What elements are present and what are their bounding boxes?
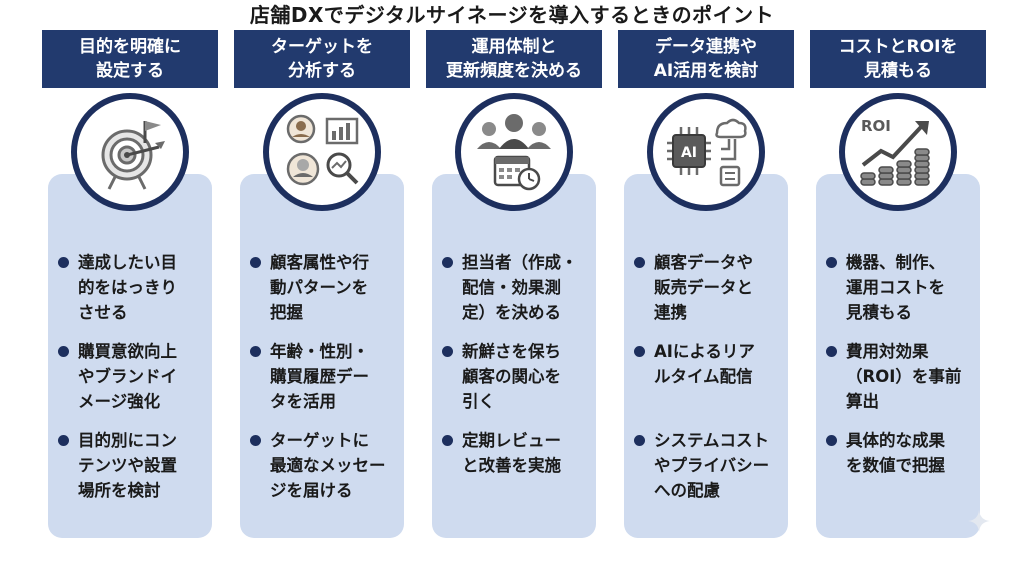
bullet-list: 担当者（作成・ 配信・効果測 定）を決める 新鮮さを保ち 顧客の関心を 引く 定…: [440, 250, 600, 478]
bullet-item: 顧客属性や行 動パターンを 把握: [248, 250, 408, 325]
bullet-item: 年齢・性別・ 購買履歴デー タを活用: [248, 339, 408, 414]
column-target: ターゲットを 分析する 顧客属性や行 動パターンを 把握 年: [234, 30, 410, 540]
bullet-list: 機器、制作、 運用コストを 見積もる 費用対効果 （ROI）を事前 算出 具体的…: [824, 250, 984, 478]
column-header: データ連携や AI活用を検討: [618, 30, 794, 88]
icon-badge: [71, 93, 189, 211]
column-header: 運用体制と 更新頻度を決める: [426, 30, 602, 88]
bullet-item: 担当者（作成・ 配信・効果測 定）を決める: [440, 250, 600, 325]
column-body: [432, 174, 596, 538]
column-header: ターゲットを 分析する: [234, 30, 410, 88]
icon-badge: ROI: [839, 93, 957, 211]
column-header: コストとROIを 見積もる: [810, 30, 986, 88]
roi-growth-icon: ROI: [860, 117, 930, 186]
target-icon: [101, 121, 165, 190]
bullet-item: ターゲットに 最適なメッセー ジを届ける: [248, 428, 408, 503]
bullet-item: 機器、制作、 運用コストを 見積もる: [824, 250, 984, 325]
column-data-ai: データ連携や AI活用を検討 AI: [618, 30, 794, 540]
icon-badge: AI: [647, 93, 765, 211]
bullet-item: AIによるリア ルタイム配信: [632, 339, 792, 389]
team-schedule-icon: [477, 114, 551, 191]
column-operation: 運用体制と 更新頻度を決める: [426, 30, 602, 540]
bullet-item: 顧客データや 販売データと 連携: [632, 250, 792, 325]
column-body: [240, 174, 404, 538]
icon-badge: [455, 93, 573, 211]
bullet-item: 目的別にコン テンツや設置 場所を検討: [56, 428, 216, 503]
column-goal: 目的を明確に 設定する 達成したい目 的をはっきり させる 購買意欲向上 やブラ…: [42, 30, 218, 540]
svg-text:AI: AI: [681, 145, 697, 161]
svg-text:ROI: ROI: [861, 117, 891, 135]
column-cost-roi: コストとROIを 見積もる ROI 機器、制作、 運用コストを 見積もる 費用対…: [810, 30, 986, 540]
bullet-list: 顧客属性や行 動パターンを 把握 年齢・性別・ 購買履歴デー タを活用 ターゲッ…: [248, 250, 408, 503]
sparkle-icon: [968, 510, 990, 532]
bullet-item: 具体的な成果 を数値で把握: [824, 428, 984, 478]
bullet-item: 定期レビュー と改善を実施: [440, 428, 600, 478]
bullet-list: 達成したい目 的をはっきり させる 購買意欲向上 やブランドイ メージ強化 目的…: [56, 250, 216, 503]
column-body: [48, 174, 212, 538]
column-header: 目的を明確に 設定する: [42, 30, 218, 88]
page-title: 店舗DXでデジタルサイネージを導入するときのポイント: [249, 3, 775, 27]
icon-badge: [263, 93, 381, 211]
bullet-list: 顧客データや 販売データと 連携 AIによるリア ルタイム配信 システムコスト …: [632, 250, 792, 503]
column-body: [816, 174, 980, 538]
ai-chip-cloud-icon: AI: [667, 118, 747, 187]
bullet-item: システムコスト やプライバシー への配慮: [632, 428, 792, 503]
bullet-item: 達成したい目 的をはっきり させる: [56, 250, 216, 325]
bullet-item: 購買意欲向上 やブランドイ メージ強化: [56, 339, 216, 414]
audience-analysis-icon: [286, 114, 359, 186]
bullet-item: 費用対効果 （ROI）を事前 算出: [824, 339, 984, 414]
bullet-item: 新鮮さを保ち 顧客の関心を 引く: [440, 339, 600, 414]
column-body: [624, 174, 788, 538]
